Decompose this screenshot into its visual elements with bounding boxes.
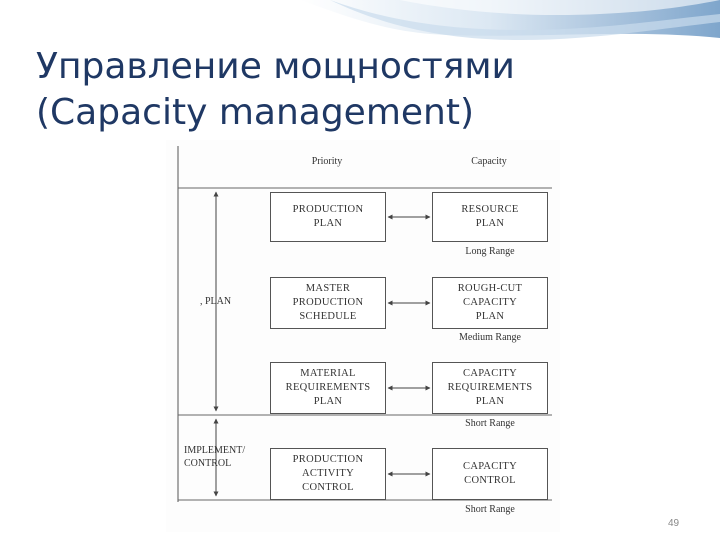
slide-title-line-2: (Capacity management)	[36, 92, 475, 133]
capacity-control-box: CAPACITY CONTROL	[432, 448, 548, 500]
range-label-short-2: Short Range	[465, 504, 515, 515]
diagram-connectors	[177, 146, 552, 502]
capacity-requirements-plan-box: CAPACITY REQUIREMENTS PLAN	[432, 362, 548, 414]
production-plan-box: PRODUCTION PLAN	[270, 192, 386, 242]
range-label-short-1: Short Range	[465, 418, 515, 429]
rough-cut-capacity-plan-box: ROUGH-CUT CAPACITY PLAN	[432, 277, 548, 329]
slide-title: Управление мощностями (Capacity manageme…	[36, 44, 515, 136]
slide-title-line-1: Управление мощностями	[36, 46, 515, 87]
range-label-medium: Medium Range	[459, 332, 521, 343]
resource-plan-box: RESOURCE PLAN	[432, 192, 548, 242]
capacity-column-header: Capacity	[471, 156, 507, 167]
header-swoosh-decoration	[300, 0, 720, 40]
capacity-planning-diagram: Priority Capacity , PLAN IMPLEMENT/ CONT…	[166, 140, 560, 532]
material-requirements-plan-box: MATERIAL REQUIREMENTS PLAN	[270, 362, 386, 414]
production-activity-control-box: PRODUCTION ACTIVITY CONTROL	[270, 448, 386, 500]
range-label-long: Long Range	[465, 246, 515, 257]
plan-side-label: , PLAN	[200, 296, 232, 307]
implement-control-side-label: IMPLEMENT/ CONTROL	[184, 445, 246, 469]
slide-page-number: 49	[668, 518, 680, 529]
master-production-schedule-box: MASTER PRODUCTION SCHEDULE	[270, 277, 386, 329]
priority-column-header: Priority	[311, 156, 343, 167]
